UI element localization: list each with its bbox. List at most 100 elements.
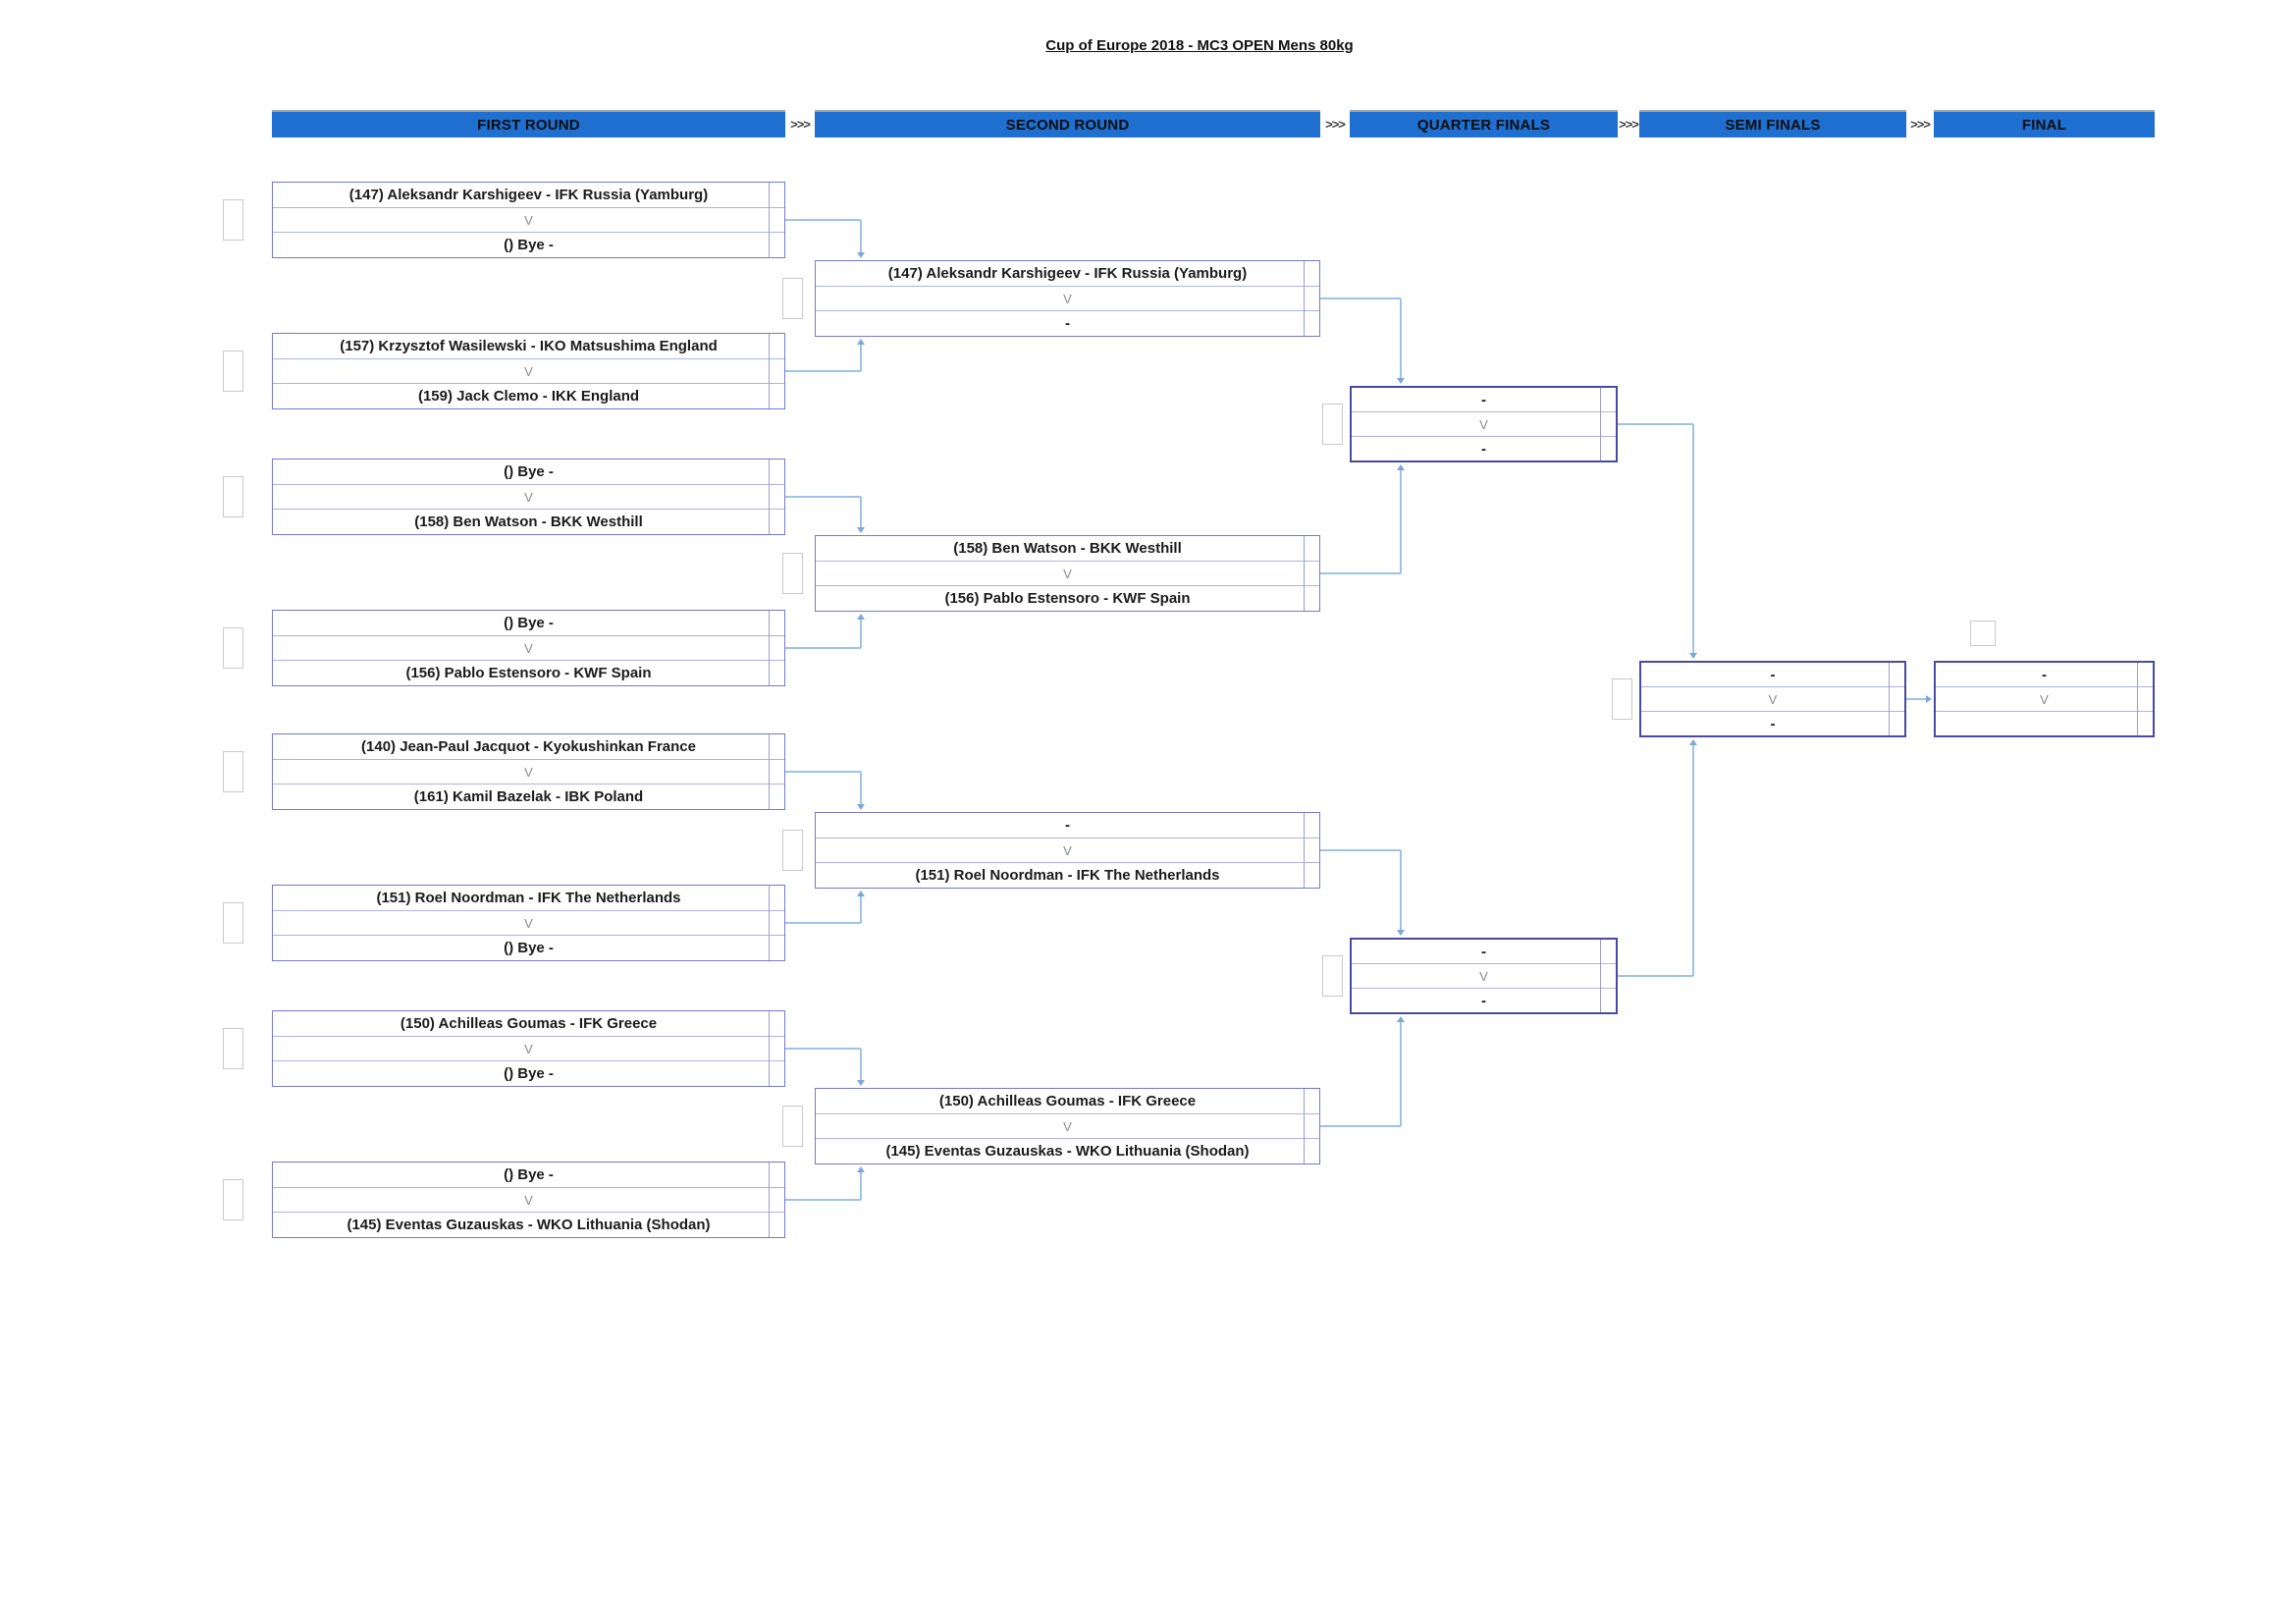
player-slot-top: (147) Aleksandr Karshigeev - IFK Russia … [887, 264, 1248, 282]
score-box [782, 553, 803, 594]
player-slot-bottom: - [1641, 711, 1904, 735]
connector-arrow-down-icon [857, 804, 865, 810]
score-column-divider [769, 734, 770, 809]
connector-line [860, 345, 862, 371]
score-box [223, 199, 243, 241]
player-slot-bottom: () Bye - [273, 1060, 784, 1086]
vs-separator: V [273, 909, 784, 936]
player-slot-bottom: - [1352, 436, 1616, 460]
connector-line [1400, 1022, 1402, 1126]
connector-arrow-up-icon [857, 891, 865, 896]
score-column-divider [769, 1163, 770, 1237]
connector-arrow-down-icon [1397, 378, 1405, 384]
round-header-second-round: SECOND ROUND [815, 110, 1320, 137]
match-first-round-1: (147) Aleksandr Karshigeev - IFK Russia … [272, 182, 785, 258]
match-first-round-8: () Bye -V(145) Eventas Guzauskas - WKO L… [272, 1162, 785, 1238]
player-slot-top: (158) Ben Watson - BKK Westhill [953, 539, 1182, 557]
connector-line [785, 1048, 861, 1050]
connector-line [1618, 975, 1693, 977]
connector-line [785, 922, 861, 924]
vs-separator: V [1352, 963, 1616, 988]
score-column-divider [1600, 940, 1601, 1012]
score-column-divider [769, 334, 770, 408]
match-first-round-4: () Bye -V(156) Pablo Estensoro - KWF Spa… [272, 610, 785, 686]
connector-arrow-down-icon [857, 1080, 865, 1086]
player-slot-bottom: () Bye - [273, 232, 784, 257]
player-slot-bottom: (151) Roel Noordman - IFK The Netherland… [816, 862, 1319, 888]
player-slot-top: () Bye - [504, 462, 554, 480]
player-slot-top: - [1770, 666, 1776, 683]
vs-separator: V [1936, 686, 2153, 711]
score-box [223, 1028, 243, 1069]
connector-line [1618, 423, 1693, 425]
connector-arrow-up-icon [857, 1166, 865, 1172]
page-title: Cup of Europe 2018 - MC3 OPEN Mens 80kg [1045, 37, 1354, 54]
match-quarter-finals-2: -V- [1350, 938, 1618, 1014]
connector-arrow-up-icon [1689, 739, 1697, 745]
connector-line [1320, 1125, 1401, 1127]
round-header-quarter-finals: QUARTER FINALS [1350, 110, 1618, 137]
score-box [782, 278, 803, 319]
player-slot-bottom [1936, 711, 2153, 735]
connector-line [860, 1049, 862, 1080]
connector-line [1692, 424, 1694, 653]
connector-line [785, 1199, 861, 1201]
vs-separator: V [273, 483, 784, 510]
connector-line [860, 497, 862, 527]
score-box [782, 830, 803, 871]
vs-separator: V [273, 1035, 784, 1061]
score-column-divider [769, 886, 770, 960]
score-box [223, 627, 243, 669]
connector-line [785, 771, 861, 773]
player-slot-top: - [1481, 943, 1486, 960]
match-first-round-2: (157) Krzysztof Wasilewski - IKO Matsush… [272, 333, 785, 409]
player-slot-bottom: (145) Eventas Guzauskas - WKO Lithuania … [273, 1212, 784, 1237]
connector-arrow-down-icon [1397, 930, 1405, 936]
chevron-right-icon: >>> [1910, 117, 1931, 132]
vs-separator: V [816, 285, 1319, 311]
score-column-divider [1889, 663, 1890, 735]
connector-arrow-down-icon [857, 527, 865, 533]
player-slot-top: (150) Achilleas Goumas - IFK Greece [400, 1014, 658, 1032]
match-first-round-6: (151) Roel Noordman - IFK The Netherland… [272, 885, 785, 961]
round-header-semi-finals: SEMI FINALS [1639, 110, 1906, 137]
player-slot-bottom: (156) Pablo Estensoro - KWF Spain [816, 585, 1319, 611]
round-header-final: FINAL [1934, 110, 2155, 137]
player-slot-bottom: (158) Ben Watson - BKK Westhill [273, 509, 784, 534]
vs-separator: V [273, 206, 784, 233]
vs-separator: V [273, 1186, 784, 1213]
connector-line [1320, 298, 1401, 299]
vs-separator: V [1641, 686, 1904, 711]
vs-separator: V [273, 634, 784, 661]
score-box [782, 1106, 803, 1147]
score-column-divider [769, 460, 770, 534]
player-slot-top: (150) Achilleas Goumas - IFK Greece [938, 1092, 1197, 1109]
score-box [223, 476, 243, 517]
score-column-divider [1304, 1089, 1305, 1163]
connector-arrow-up-icon [1397, 1016, 1405, 1022]
score-column-divider [1600, 388, 1601, 460]
player-slot-top: (157) Krzysztof Wasilewski - IKO Matsush… [340, 337, 718, 354]
vs-separator: V [816, 560, 1319, 586]
connector-line [785, 647, 861, 649]
connector-line [1400, 850, 1402, 930]
score-column-divider [2137, 663, 2138, 735]
player-slot-top: (140) Jean-Paul Jacquot - Kyokushinkan F… [361, 737, 696, 755]
player-slot-bottom: (145) Eventas Guzauskas - WKO Lithuania … [816, 1138, 1319, 1163]
score-column-divider [1304, 813, 1305, 888]
score-box [1970, 621, 1996, 646]
connector-line [785, 496, 861, 498]
match-first-round-3: () Bye - V(158) Ben Watson - BKK Westhill [272, 459, 785, 535]
player-slot-bottom: (161) Kamil Bazelak - IBK Poland [273, 784, 784, 809]
connector-line [860, 1172, 862, 1200]
score-box [1322, 404, 1343, 445]
player-slot-top: () Bye - [504, 614, 554, 631]
match-first-round-5: (140) Jean-Paul Jacquot - Kyokushinkan F… [272, 733, 785, 810]
connector-arrow-down-icon [1689, 653, 1697, 659]
match-quarter-finals-1: -V- [1350, 386, 1618, 462]
player-slot-top: (151) Roel Noordman - IFK The Netherland… [376, 889, 681, 906]
chevron-right-icon: >>> [1325, 117, 1346, 132]
